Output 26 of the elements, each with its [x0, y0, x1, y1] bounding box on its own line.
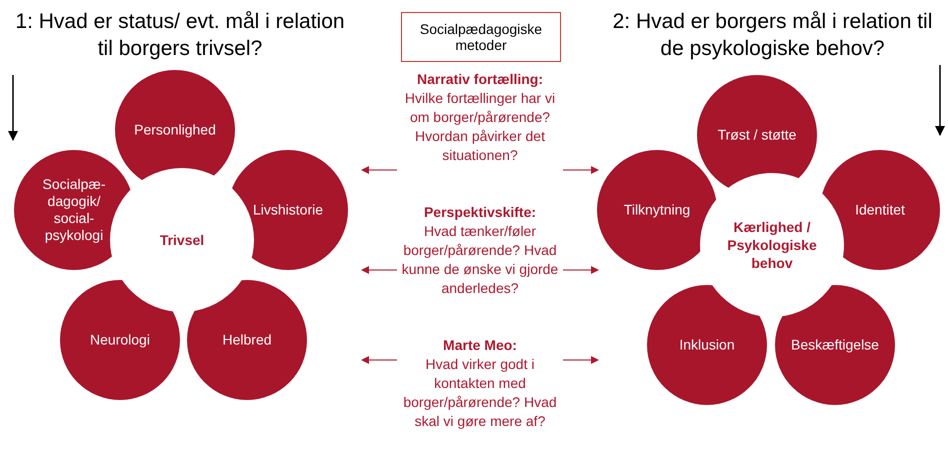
petal-label: Beskæftigelse — [780, 336, 890, 354]
method-heading: Marte Meo: — [442, 336, 518, 355]
title-box: Socialpædagogiske metoder — [401, 12, 561, 62]
heading-text: 2: Hvad er borgers mål i relation til de psykologiske behov? — [612, 9, 934, 62]
arrow — [361, 266, 398, 274]
petal-label: Inklusion — [657, 336, 757, 354]
center-label: Kærlighed / Psykologiske behov — [722, 218, 822, 272]
method-heading: Perspektivskifte: — [422, 203, 538, 222]
petal-label: Trøst / støtte — [712, 126, 802, 144]
petal-label: Personlighed — [125, 122, 225, 138]
petal-label: Neurologi — [70, 332, 170, 348]
petal-label: Tilknytning — [607, 202, 707, 218]
arrow — [361, 356, 398, 364]
arrow — [562, 266, 599, 274]
petal-label: Livshistorie — [238, 202, 338, 218]
arrow — [562, 356, 599, 364]
heading-text: 1: Hvad er status/ evt. mål i relation til borgers trivsel? — [14, 9, 346, 62]
petal-label: Helbred — [197, 332, 297, 348]
petal-label: Identitet — [830, 202, 930, 218]
method-question: Hvad virker godt i kontakten med borger/pårørende? Hvad skal vi gøre mere af? — [402, 355, 558, 431]
arrow — [562, 166, 599, 174]
method-heading: Narrativ fortælling: — [416, 70, 544, 89]
method-question: Hvilke fortællinger har vi om borger/pårørende? Hvordan påvirker det situationen? — [404, 89, 556, 165]
center-label: Trivsel — [132, 231, 232, 249]
method-question: Hvad tænker/føler borger/pårørende? Hvad kunne de ønske vi gjorde anderledes? — [400, 222, 560, 298]
arrow — [361, 166, 398, 174]
